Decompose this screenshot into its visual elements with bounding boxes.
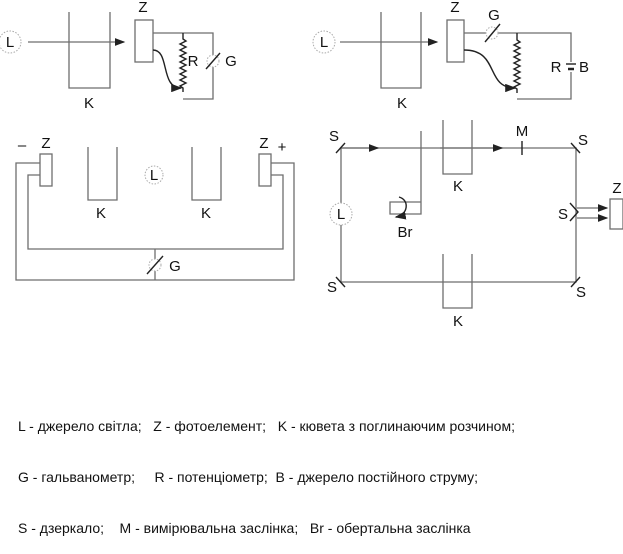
photocell: Z xyxy=(446,0,465,63)
potentiometer-icon xyxy=(512,33,522,93)
cuvette: K xyxy=(380,12,422,112)
cuvette-left: K xyxy=(87,147,118,222)
rotation-arrow-icon xyxy=(394,196,407,220)
photocell-right: Z + xyxy=(258,135,287,187)
cuvette-bottom-label: K xyxy=(453,313,463,330)
lamp: L xyxy=(312,30,336,54)
mirror-top-left: S xyxy=(329,128,346,154)
lamp: L xyxy=(329,202,353,226)
lamp-label: L xyxy=(150,167,158,184)
rotating-shutter: Br xyxy=(389,131,422,241)
cuvette-bottom: K xyxy=(442,254,473,330)
battery-icon xyxy=(566,62,576,72)
lamp-label: L xyxy=(337,206,345,223)
photometer-diagram: L K Z R G L K Z xyxy=(0,0,623,330)
mirror-label: S xyxy=(576,284,586,301)
legend-line: S - дзеркало; M - вимірювальна заслінка;… xyxy=(18,520,471,536)
scheme-3: Z – Z + K K L G xyxy=(15,135,295,281)
galvanometer-icon xyxy=(205,52,221,70)
galvanometer-label: G xyxy=(225,53,237,70)
potentiometer-icon xyxy=(178,33,188,92)
lamp: L xyxy=(144,165,164,185)
slider-wire xyxy=(152,49,183,93)
potentiometer-label: R xyxy=(188,53,199,70)
galvanometer-label: G xyxy=(169,258,181,275)
scheme-2: L K Z G R B xyxy=(312,0,589,112)
galvanometer-icon xyxy=(146,255,164,275)
light-path xyxy=(340,147,577,283)
lamp: L xyxy=(0,30,22,54)
lamp-label: L xyxy=(6,34,14,51)
battery-label: B xyxy=(579,59,589,76)
mirror-bottom-right: S xyxy=(570,276,586,301)
mirror-label: S xyxy=(578,132,588,149)
cuvette-right: K xyxy=(191,147,222,222)
galvanometer-label: G xyxy=(488,7,500,24)
inner-circuit-wire xyxy=(27,174,284,250)
galvanometer-icon xyxy=(484,23,501,43)
cuvette-right-label: K xyxy=(201,205,211,222)
scheme-1: L K Z R G xyxy=(0,0,237,112)
photocell-label: Z xyxy=(450,0,459,16)
scheme-4: L S S S S S Z M xyxy=(327,120,623,330)
lamp-label: L xyxy=(320,34,328,51)
cuvette-top: K xyxy=(442,120,473,195)
photocell: Z xyxy=(609,180,623,230)
mirror-top-right: S xyxy=(570,132,588,154)
plus-sign: + xyxy=(278,139,287,156)
measuring-shutter: M xyxy=(516,123,529,155)
legend-line: G - гальванометр; R - потенціометр; B - … xyxy=(18,469,479,485)
photocell-left-label: Z xyxy=(41,135,50,152)
photocell: Z xyxy=(134,0,154,63)
cuvette-left-label: K xyxy=(96,205,106,222)
legend: L - джерело світла; Z - фотоелемент; K -… xyxy=(18,384,515,554)
slider-wire xyxy=(463,49,517,93)
potentiometer-label: R xyxy=(551,59,562,76)
photocell-right-label: Z xyxy=(259,135,268,152)
cuvette-top-label: K xyxy=(453,178,463,195)
mirror-label: S xyxy=(327,279,337,296)
mirror-bottom-left: S xyxy=(327,276,346,296)
mirror-label: S xyxy=(329,128,339,145)
minus-sign: – xyxy=(18,137,27,154)
photocell-label: Z xyxy=(138,0,147,16)
cuvette-label: K xyxy=(84,95,94,112)
rotating-shutter-label: Br xyxy=(398,224,413,241)
photocell-left: Z – xyxy=(18,135,53,187)
cuvette-label: K xyxy=(397,95,407,112)
cuvette: K xyxy=(68,12,111,112)
legend-line: L - джерело світла; Z - фотоелемент; K -… xyxy=(18,418,515,434)
mirror-right: S xyxy=(558,202,579,223)
photocell-label: Z xyxy=(612,180,621,197)
mirror-label: S xyxy=(558,206,568,223)
measuring-shutter-label: M xyxy=(516,123,529,140)
